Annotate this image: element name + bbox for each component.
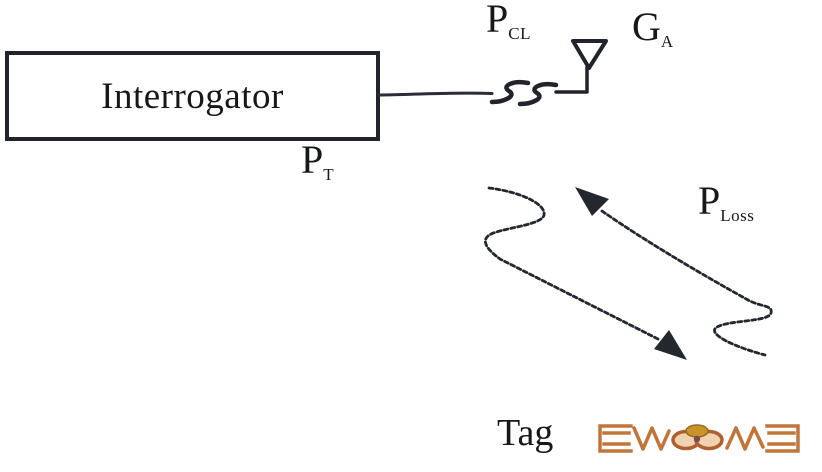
feedline-to-antenna (554, 65, 589, 94)
interrogator-label: Interrogator (101, 75, 284, 117)
label-cable-loss: PCL (486, 0, 531, 43)
wavy-arrow-down-right-icon (483, 186, 687, 360)
tag-label: Tag (497, 412, 554, 454)
label-antenna-gain: GA (632, 4, 674, 51)
cable-break-icon (489, 80, 559, 107)
wavy-arrow-up-left-icon (575, 187, 773, 357)
rfid-tag-image (598, 424, 800, 453)
label-path-loss: PLoss (698, 178, 755, 225)
label-transmit-power: PT (301, 137, 335, 184)
interrogator-box: Interrogator (5, 51, 380, 141)
feedline (377, 91, 494, 97)
antenna-icon (571, 39, 608, 70)
